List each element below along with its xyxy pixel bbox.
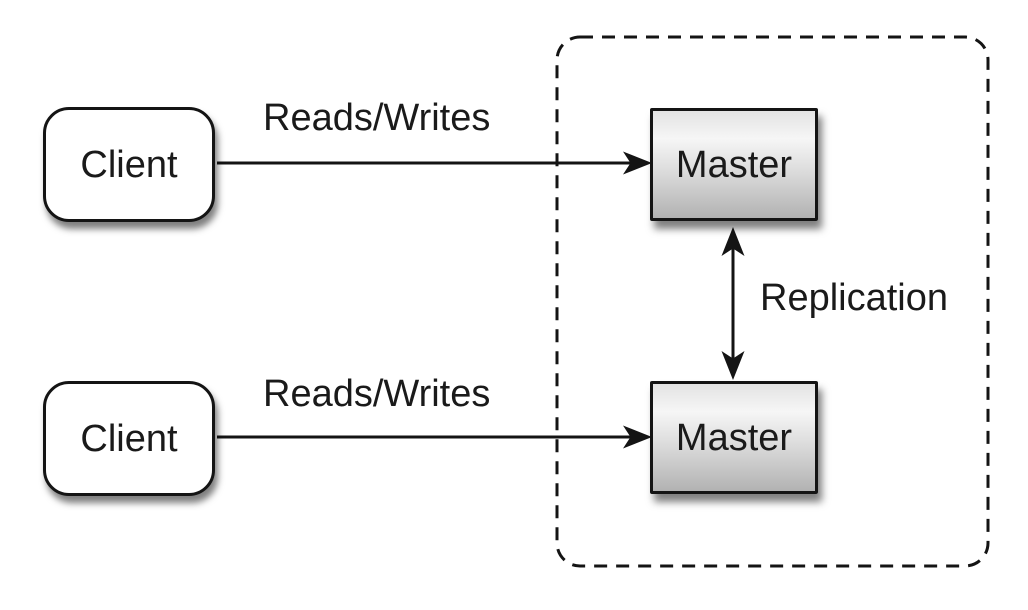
arrowhead-right-icon (623, 151, 652, 175)
arrowhead-down-icon (721, 351, 745, 380)
node-master-2-label: Master (675, 416, 793, 459)
node-master-1-label: Master (675, 143, 793, 186)
node-client-1-label: Client (80, 143, 178, 186)
node-client-2: Client (43, 381, 215, 496)
node-client-1: Client (43, 107, 215, 222)
edge-label-replication: Replication (760, 277, 948, 319)
arrowhead-up-icon (721, 227, 745, 256)
edge-label-reads-writes-1: Reads/Writes (263, 97, 491, 139)
node-client-2-label: Client (80, 417, 178, 460)
arrowhead-right-icon (623, 425, 652, 449)
node-master-1: Master (650, 108, 818, 221)
replication-zone-boundary (555, 35, 990, 568)
node-master-2: Master (650, 381, 818, 494)
edge-label-reads-writes-2: Reads/Writes (263, 373, 491, 415)
